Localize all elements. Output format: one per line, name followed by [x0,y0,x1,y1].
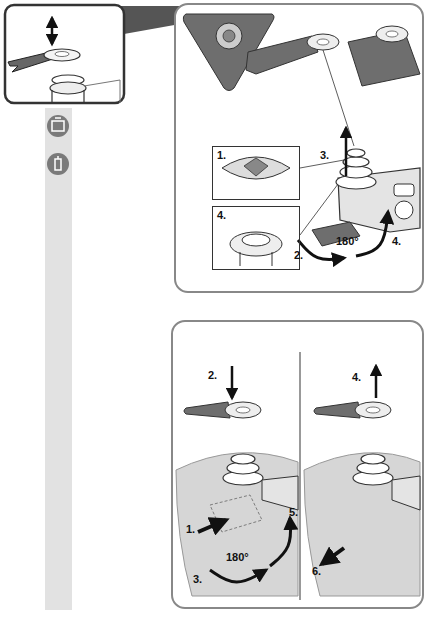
sidebar [47,153,69,175]
leader-line [323,50,354,146]
motion-arrow [322,548,344,564]
motion-arrow [298,128,388,260]
multi-tool [231,454,255,464]
rotation-angle: 180° [336,236,359,247]
motion-arrow [270,518,291,566]
rotation-angle: 180° [226,552,249,563]
inset-detail [240,252,272,266]
multi-tool [395,201,413,219]
panel-frame [172,321,423,608]
step-number: 4. [392,236,401,247]
saw-blade [246,34,339,74]
multi-tool [312,222,360,246]
motion-arrow [198,520,226,532]
zoom-inset [51,18,54,44]
inset-detail [222,157,290,179]
multi-tool [312,149,420,246]
guard [176,453,298,596]
step-number: 1. [186,524,195,535]
guard [304,453,420,596]
motion-arrow [345,128,348,176]
motion-arrow [231,366,234,398]
saw-blade [307,34,339,50]
multi-tool [394,184,414,196]
detail-inset: 1. [212,146,300,200]
sidebar [45,108,72,610]
detail-inset: 4. [212,206,300,270]
wide-blade [348,26,420,86]
multi-tool [262,476,298,510]
zoom-inset [44,49,80,61]
saw-blade [317,39,329,45]
sidebar [47,115,69,137]
sidebar [52,118,64,131]
motion-arrow [210,570,266,582]
zoom-inset [5,5,124,103]
zoom-inset [52,90,84,103]
segment-blade [236,407,250,413]
panel-frame [175,4,423,292]
inset-detail [244,158,268,176]
sidebar [45,108,72,610]
sanding-pad [223,30,235,42]
segment-blade [366,407,380,413]
multi-tool [347,149,365,157]
step-number: 4. [217,209,226,221]
panel-frame [299,352,301,600]
step-number: 3. [193,574,202,585]
segment-blade [184,402,391,418]
step-number: 2. [208,370,217,381]
zoom-inset [50,82,86,94]
multi-tool [392,476,420,510]
segment-blade [225,402,261,418]
motion-arrow [375,366,378,398]
inset-detail [242,234,270,246]
segment-blade [314,402,360,418]
zoom-inset [5,5,180,103]
motion-arrow [356,212,388,256]
step-number: 4. [352,372,361,383]
segment-blade [184,402,230,418]
sanding-pad [216,23,242,49]
zoom-inset [55,52,69,57]
inset-detail [230,232,282,256]
motion-arrow [198,366,376,582]
inset-detail [222,157,290,266]
multi-tool [361,454,385,464]
step-number: 3. [320,150,329,161]
zoom-inset [84,80,120,103]
panel-frame [172,321,423,608]
leader-line [300,160,344,168]
wide-blade [386,31,398,37]
guard [176,453,420,596]
step-number: 5. [289,507,298,518]
step-number: 6. [312,566,321,577]
step-number: 2. [294,250,303,261]
step-number: 1. [217,149,226,161]
sidebar [55,156,61,170]
panel-frame [175,4,423,292]
segment-blade [355,402,391,418]
multi-tool [210,495,262,532]
wide-blade [376,26,408,42]
multi-tool [210,454,420,532]
